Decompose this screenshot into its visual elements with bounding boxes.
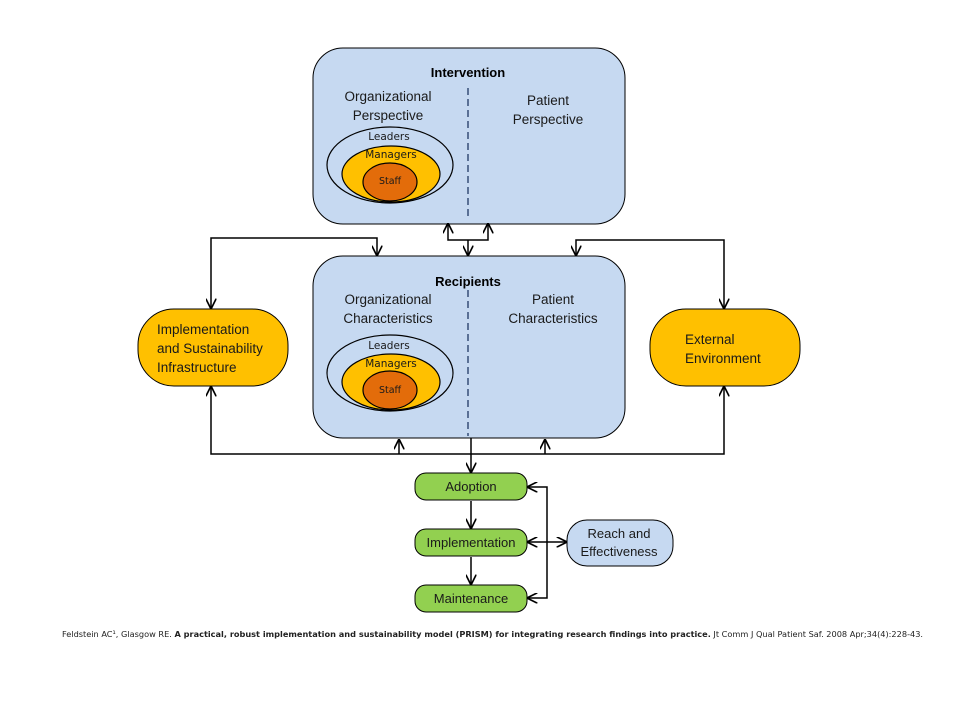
environment-label-2: Environment <box>685 351 761 366</box>
maintenance-box: Maintenance <box>414 584 528 613</box>
staff-label: Staff <box>379 385 402 396</box>
implementation-label: Implementation <box>427 535 516 550</box>
recipients-title: Recipients <box>435 274 501 289</box>
infrastructure-label-2: and Sustainability <box>157 341 263 356</box>
leaders-label: Leaders <box>368 340 409 352</box>
intervention-bidirectional-arrow <box>448 224 488 241</box>
recipients-patient-label-1: Patient <box>532 292 574 307</box>
bottom-loop-connector <box>211 387 724 455</box>
adoption-box: Adoption <box>414 472 528 501</box>
citation-title: A practical, robust implementation and s… <box>174 629 711 639</box>
intervention-box: Intervention Organizational Perspective … <box>312 47 626 225</box>
intervention-patient-label-1: Patient <box>527 93 569 108</box>
managers-label: Managers <box>365 149 417 161</box>
intervention-rings: Leaders Managers Staff <box>326 126 454 204</box>
intervention-org-label-2: Perspective <box>353 108 424 123</box>
reach-label-1: Reach and <box>588 526 651 541</box>
citation: Feldstein AC¹, Glasgow RE. A practical, … <box>62 629 942 639</box>
intervention-org-label-1: Organizational <box>344 89 431 104</box>
environment-label-1: External <box>685 332 735 347</box>
recipients-org-label-1: Organizational <box>344 292 431 307</box>
infrastructure-box: Implementation and Sustainability Infras… <box>137 308 289 387</box>
infrastructure-label-3: Infrastructure <box>157 360 237 375</box>
recipients-org-label-2: Characteristics <box>343 311 433 326</box>
infrastructure-label-1: Implementation <box>157 322 249 337</box>
recipients-box: Recipients Organizational Characteristic… <box>312 255 626 439</box>
intervention-patient-label-2: Perspective <box>513 112 584 127</box>
maintenance-label: Maintenance <box>434 591 508 606</box>
recipients-rings: Leaders Managers Staff <box>326 334 454 412</box>
connectors <box>211 224 724 598</box>
citation-journal: Jt Comm J Qual Patient Saf. 2008 Apr;34(… <box>710 629 924 639</box>
leaders-label: Leaders <box>368 131 409 143</box>
reach-label-2: Effectiveness <box>580 544 658 559</box>
implementation-box: Implementation <box>414 528 528 557</box>
staff-ring <box>362 162 418 202</box>
recipients-patient-label-2: Characteristics <box>508 311 598 326</box>
staff-label: Staff <box>379 176 402 187</box>
intervention-title: Intervention <box>431 65 505 80</box>
citation-authors: Feldstein AC¹, Glasgow RE. <box>62 629 175 639</box>
environment-top-connector <box>576 239 724 308</box>
adoption-label: Adoption <box>445 479 496 494</box>
managers-label: Managers <box>365 358 417 370</box>
external-environment-box: External Environment <box>649 308 801 387</box>
infrastructure-top-connector <box>211 237 377 308</box>
reach-effectiveness-box: Reach and Effectiveness <box>566 519 674 567</box>
